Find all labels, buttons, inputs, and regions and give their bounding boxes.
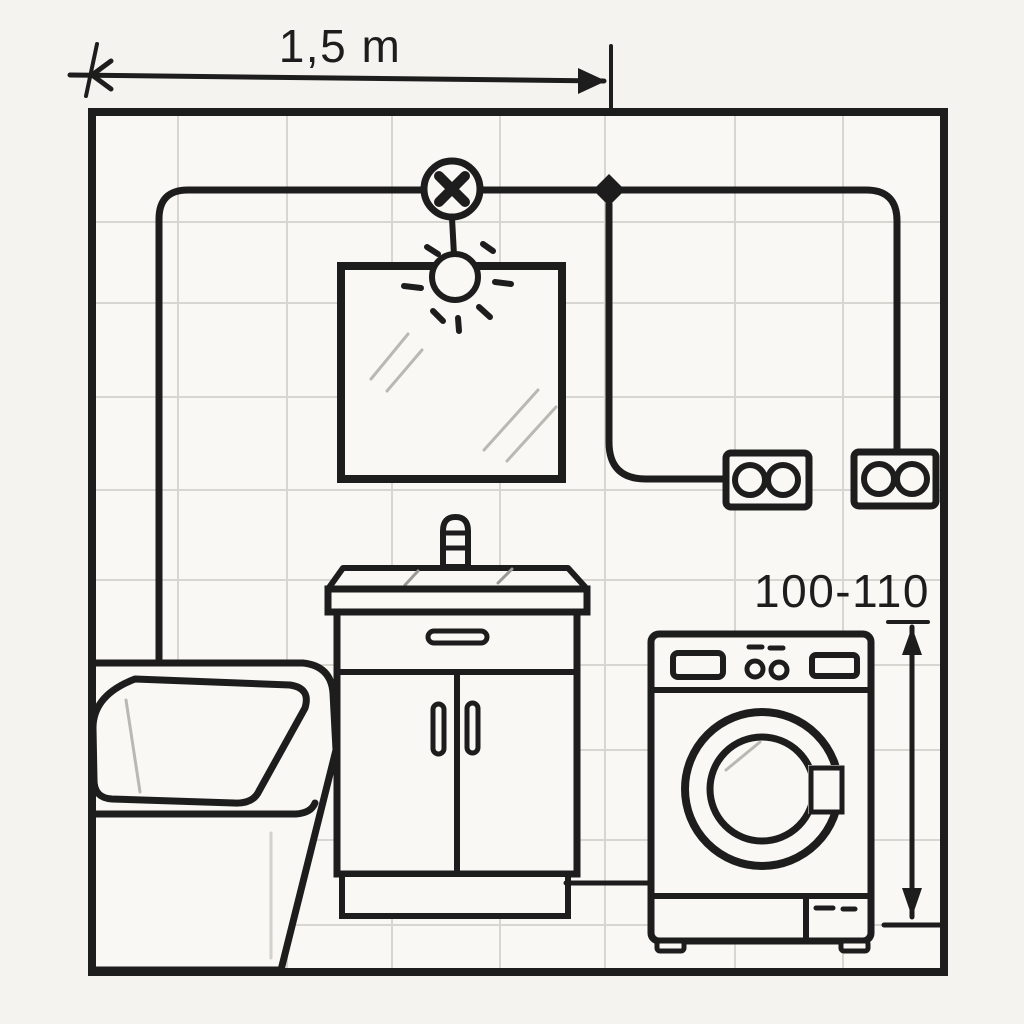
- light-rays: [401, 241, 514, 334]
- socket-left-icon: [722, 449, 813, 511]
- junction-node-icon: [593, 174, 625, 206]
- wall-light-icon: [401, 215, 514, 334]
- mirror-reflection-lines: [369, 332, 558, 463]
- vanity-plinth: [339, 871, 571, 919]
- washer-knob-right: [768, 659, 790, 681]
- door-handle-right: [464, 700, 481, 756]
- dimension-tick-left: [84, 42, 99, 98]
- washer-door-handle: [808, 765, 845, 815]
- faucet: [440, 514, 471, 570]
- washer-foot-right: [838, 938, 871, 954]
- door-handle-left: [430, 701, 447, 757]
- dimension-arrow-down: [902, 888, 922, 917]
- height-dimension: 100-110: [754, 565, 944, 928]
- washer-foot-left: [654, 938, 687, 954]
- wire-to-left-wall: [155, 186, 428, 668]
- height-dimension-label: 100-110: [754, 565, 930, 617]
- washer-display-left: [670, 650, 726, 680]
- washbasin-vanity: [324, 514, 591, 919]
- bathtub: [88, 659, 340, 974]
- dimension-arrow-up: [902, 627, 922, 655]
- electrical-wiring: [155, 186, 901, 668]
- dimension-arrow-right: [578, 68, 606, 94]
- width-dimension: 1,5 m: [67, 20, 613, 114]
- bathtub-rim-edge: [88, 799, 319, 818]
- washer-display-right: [809, 652, 860, 679]
- wire-to-right-socket: [476, 186, 901, 456]
- washer-body: [647, 630, 875, 945]
- socket-right-icon: [850, 448, 940, 510]
- bathtub-basin-opening: [89, 675, 310, 807]
- washer-knob-left: [744, 658, 766, 680]
- wire-branch-to-left-socket: [605, 200, 730, 483]
- room-wall-outline: [88, 108, 948, 976]
- width-dimension-label: 1,5 m: [279, 20, 402, 72]
- dimension-arrow-left: [89, 58, 114, 92]
- ceiling-lamp-icon: [420, 157, 484, 221]
- washing-machine: [647, 630, 875, 954]
- drawer-handle: [425, 628, 490, 646]
